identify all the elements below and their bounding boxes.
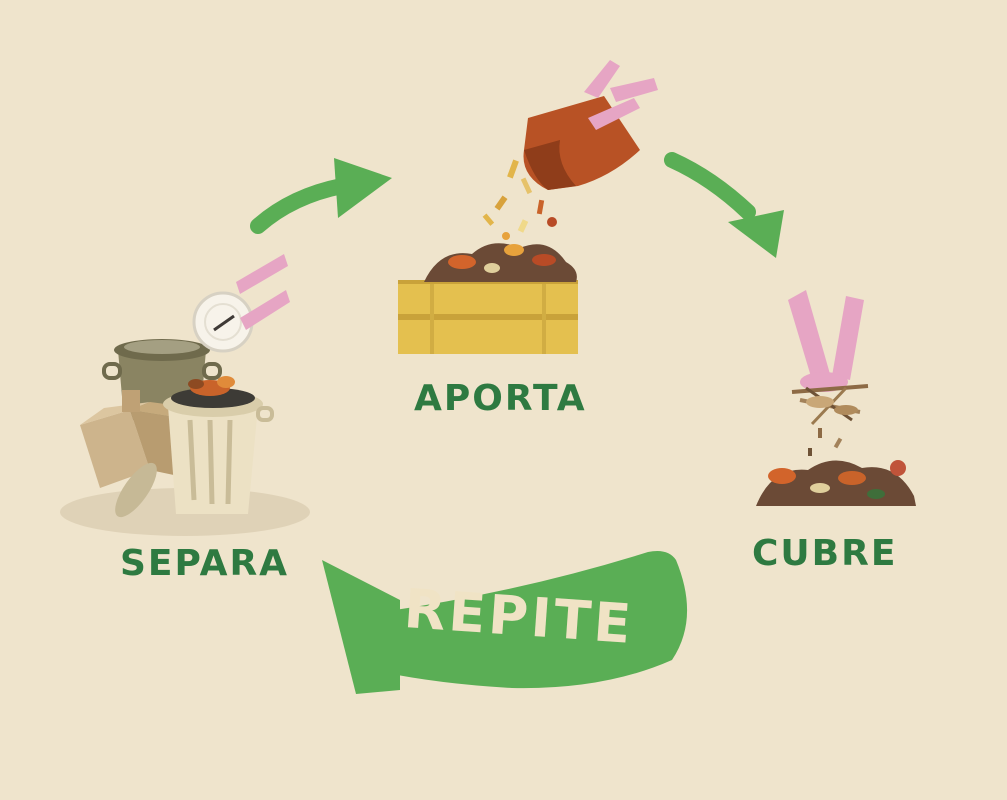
separa-illustration xyxy=(60,254,310,536)
hand-icon xyxy=(584,60,658,130)
arrow-repite xyxy=(322,551,688,694)
trash-bin-icon xyxy=(163,376,274,514)
cubre-illustration xyxy=(756,290,916,506)
bin-lid-icon xyxy=(115,462,157,518)
compost-crate-icon xyxy=(398,280,578,354)
falling-scraps xyxy=(482,159,557,240)
arrow-aporta-to-cubre xyxy=(664,152,784,258)
step-label-aporta: APORTA xyxy=(414,378,587,419)
step-label-cubre: CUBRE xyxy=(752,533,898,574)
aporta-illustration xyxy=(398,60,658,354)
hand-icon xyxy=(236,254,290,330)
arrow-separa-to-aporta xyxy=(250,158,392,234)
compost-pile-icon xyxy=(424,243,577,282)
step-label-separa: SEPARA xyxy=(120,543,290,584)
dry-leaves-icon xyxy=(791,384,869,456)
hand-icon xyxy=(788,290,864,392)
compost-pile-icon xyxy=(756,460,916,506)
